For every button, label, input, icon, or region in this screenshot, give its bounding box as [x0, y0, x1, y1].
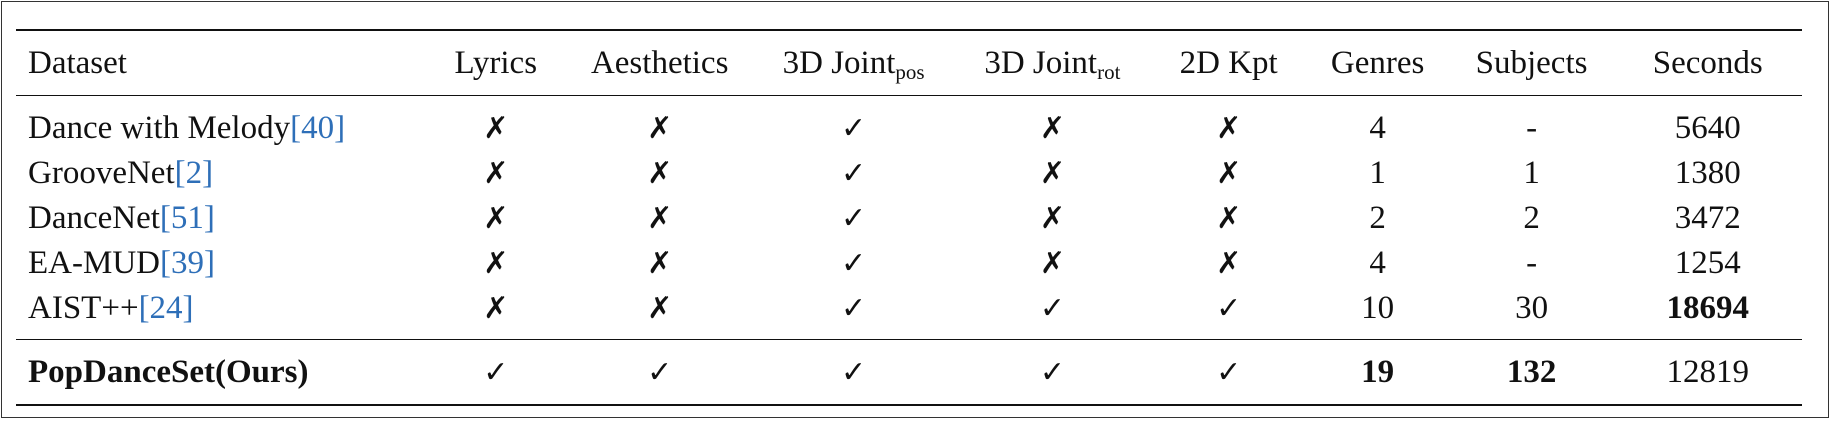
citation-link[interactable]: [2]: [174, 155, 214, 191]
kpt2d-cell: ✗: [1216, 201, 1242, 236]
aesthetics-cell: ✗: [647, 111, 673, 146]
lyrics-cell: ✗: [483, 201, 509, 236]
kpt2d-cell: ✓: [1216, 354, 1242, 390]
dataset-name-cell: AIST++[24]: [28, 290, 194, 326]
seconds-cell-best: 18694: [1666, 290, 1750, 326]
ours-row: PopDanceSet(Ours) ✓ ✓ ✓ ✓ ✓ 19 132 12819: [16, 339, 1802, 405]
aesthetics-cell: ✗: [647, 201, 673, 236]
lyrics-cell: ✗: [483, 111, 509, 146]
joint-rot-cell: ✓: [1039, 291, 1065, 326]
citation-link[interactable]: [40]: [290, 110, 346, 146]
subjects-cell: -: [1526, 110, 1538, 146]
dataset-name-cell: DanceNet[51]: [28, 200, 215, 236]
joint-pos-cell: ✓: [841, 354, 867, 390]
seconds-cell: 12819: [1666, 353, 1750, 390]
seconds-cell: 3472: [1674, 200, 1741, 236]
lyrics-cell: ✓: [483, 354, 509, 390]
aesthetics-cell: ✗: [647, 156, 673, 191]
header-3d-joint-rot-subscript: rot: [1097, 59, 1121, 84]
joint-pos-cell: ✓: [841, 246, 867, 281]
header-genres: Genres: [1330, 44, 1425, 81]
aesthetics-cell: ✓: [647, 354, 673, 390]
joint-pos-cell: ✓: [841, 291, 867, 326]
seconds-cell: 1254: [1674, 245, 1741, 281]
joint-pos-cell: ✓: [841, 156, 867, 191]
dataset-comparison-table: Dataset Lyrics Aesthetics 3D Jointpos 3D…: [16, 29, 1802, 406]
joint-rot-cell: ✗: [1039, 201, 1065, 236]
lyrics-cell: ✗: [483, 291, 509, 326]
joint-rot-cell: ✗: [1039, 156, 1065, 191]
header-3d-joint-pos-subscript: pos: [895, 59, 925, 84]
genres-cell: 10: [1361, 290, 1395, 326]
table-row: DanceNet[51] ✗ ✗ ✓ ✗ ✗ 2 2 3472: [16, 196, 1802, 241]
header-row: Dataset Lyrics Aesthetics 3D Jointpos 3D…: [16, 30, 1802, 96]
header-seconds: Seconds: [1652, 44, 1763, 81]
lyrics-cell: ✗: [483, 156, 509, 191]
dataset-name-cell: EA-MUD[39]: [28, 245, 215, 281]
citation-link[interactable]: [24]: [138, 290, 194, 326]
table-body-ours: PopDanceSet(Ours) ✓ ✓ ✓ ✓ ✓ 19 132 12819: [16, 339, 1802, 405]
joint-pos-cell: ✓: [841, 201, 867, 236]
kpt2d-cell: ✓: [1216, 291, 1242, 326]
table-row: EA-MUD[39] ✗ ✗ ✓ ✗ ✗ 4 - 1254: [16, 241, 1802, 286]
table-row: GrooveNet[2] ✗ ✗ ✓ ✗ ✗ 1 1 1380: [16, 151, 1802, 196]
kpt2d-cell: ✗: [1216, 156, 1242, 191]
subjects-cell: 2: [1523, 200, 1540, 236]
aesthetics-cell: ✗: [647, 291, 673, 326]
genres-cell: 4: [1369, 245, 1386, 281]
dataset-name-cell: Dance with Melody[40]: [28, 110, 346, 146]
subjects-cell-best: 132: [1506, 353, 1557, 390]
joint-rot-cell: ✓: [1039, 354, 1065, 390]
joint-rot-cell: ✗: [1039, 246, 1065, 281]
subjects-cell: 30: [1515, 290, 1549, 326]
genres-cell: 4: [1369, 110, 1386, 146]
citation-link[interactable]: [39]: [159, 245, 215, 281]
header-3d-joint-rot: 3D Jointrot: [984, 44, 1121, 84]
header-dataset: Dataset: [28, 44, 127, 81]
seconds-cell: 1380: [1674, 155, 1741, 191]
joint-pos-cell: ✓: [841, 111, 867, 146]
seconds-cell: 5640: [1674, 110, 1741, 146]
kpt2d-cell: ✗: [1216, 246, 1242, 281]
table-row: Dance with Melody[40] ✗ ✗ ✓ ✗ ✗ 4 - 5640: [16, 96, 1802, 152]
genres-cell: 2: [1369, 200, 1386, 236]
header-2d-kpt: 2D Kpt: [1179, 44, 1278, 81]
header-subjects: Subjects: [1475, 44, 1588, 81]
aesthetics-cell: ✗: [647, 246, 673, 281]
dataset-name-cell: GrooveNet[2]: [28, 155, 214, 191]
subjects-cell: -: [1526, 245, 1538, 281]
genres-cell-best: 19: [1361, 353, 1395, 390]
table-body: Dance with Melody[40] ✗ ✗ ✓ ✗ ✗ 4 - 5640…: [16, 96, 1802, 340]
kpt2d-cell: ✗: [1216, 111, 1242, 146]
header-aesthetics: Aesthetics: [590, 44, 729, 81]
dataset-name-cell-ours: PopDanceSet(Ours): [28, 353, 309, 390]
citation-link[interactable]: [51]: [159, 200, 215, 236]
header-3d-joint-pos: 3D Jointpos: [782, 44, 925, 84]
lyrics-cell: ✗: [483, 246, 509, 281]
genres-cell: 1: [1369, 155, 1386, 191]
table-header: Dataset Lyrics Aesthetics 3D Jointpos 3D…: [16, 30, 1802, 96]
table-row: AIST++[24] ✗ ✗ ✓ ✓ ✓ 10 30 18694: [16, 286, 1802, 340]
joint-rot-cell: ✗: [1039, 111, 1065, 146]
subjects-cell: 1: [1523, 155, 1540, 191]
header-lyrics: Lyrics: [454, 44, 538, 81]
